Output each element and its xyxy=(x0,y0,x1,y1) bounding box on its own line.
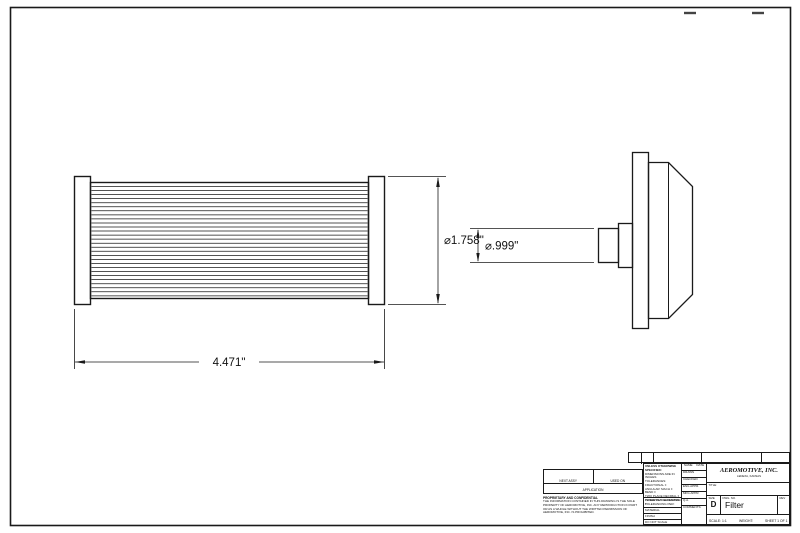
do-not-scale-cell: DO NOT SCALE DRAWING xyxy=(645,519,668,528)
name-header: NAME xyxy=(683,463,693,467)
company-name: AEROMOTIVE, INC. xyxy=(720,467,778,474)
filter-body xyxy=(89,181,370,300)
arrowhead-down xyxy=(436,294,440,304)
interpret-geometric-cell: INTERPRET GEOMETRIC TOLERANCING PER: xyxy=(644,498,682,508)
finish-cell: FINISH xyxy=(644,514,682,520)
signature-column: NAME DATE DRAWN CHECKED ENG APPR. MFG AP… xyxy=(682,463,707,526)
weight-value: WEIGHT: xyxy=(739,518,754,523)
dim-port-diameter xyxy=(470,228,594,263)
revision-strip-divider xyxy=(761,453,762,464)
application-used-on: USED ON xyxy=(610,479,626,483)
fitting-hex-body xyxy=(647,161,694,320)
sign-row-drawn: DRAWN xyxy=(682,470,706,478)
scale-value: SCALE: 1:1 xyxy=(709,518,727,523)
sheet-border xyxy=(9,6,792,527)
company-cell: AEROMOTIVE, INC. LENEXA, KANSAS xyxy=(707,464,791,483)
fitting-port-tube xyxy=(597,227,620,264)
filter-side-view xyxy=(73,175,386,306)
filter-left-endcap xyxy=(73,175,92,306)
tolerance-line: ANGULAR: MACH ± BEND ± xyxy=(645,486,673,495)
size-value: D xyxy=(710,500,717,510)
scale-row: SCALE: 1:1 WEIGHT: SHEET 1 OF 1 xyxy=(707,515,791,526)
dwg-no-label: DWG. NO. xyxy=(722,496,736,500)
tolerance-line: THREE PLACE DECIMAL ± xyxy=(645,497,680,506)
arrowhead-down xyxy=(476,253,480,262)
tolerance-block: UNLESS OTHERWISE SPECIFIED: DIMENSIONS A… xyxy=(644,464,682,505)
arrowhead-up xyxy=(436,177,440,187)
tolerance-line: FRACTIONAL ± xyxy=(645,482,667,487)
tolerance-line: TWO PLACE DECIMAL ± xyxy=(645,494,680,498)
sign-row-qa: Q.A. xyxy=(682,498,706,506)
title-cell: TITLE: xyxy=(707,483,791,496)
dwg-no-cell: DWG. NO. Filter xyxy=(721,496,778,514)
rev-label: REV xyxy=(779,496,786,500)
dim-filter-length xyxy=(74,309,385,369)
company-subtitle: LENEXA, KANSAS xyxy=(737,474,761,478)
dim-filter-diameter xyxy=(388,176,446,305)
application-label: APPLICATION xyxy=(544,483,642,495)
sheet-value: SHEET 1 OF 1 xyxy=(765,518,788,523)
material-cell: MATERIAL xyxy=(644,508,682,514)
revision-strip-divider xyxy=(653,453,654,464)
proprietary-body: THE INFORMATION CONTAINED IN THIS DRAWIN… xyxy=(543,499,638,515)
size-dwg-rev-row: SIZE D DWG. NO. Filter REV xyxy=(707,496,791,515)
proprietary-heading: PROPRIETARY AND CONFIDENTIAL xyxy=(543,496,598,500)
size-label: SIZE xyxy=(708,496,715,500)
application-table: NEXT ASSY USED ON APPLICATION xyxy=(543,469,643,494)
sign-row-engappr: ENG APPR. xyxy=(682,484,706,492)
dim-text-filter-diameter: ⌀1.758" xyxy=(444,235,484,247)
dim-text-filter-length: 4.471" xyxy=(213,357,246,369)
sign-row-mfgappr: MFG APPR. xyxy=(682,491,706,499)
date-header: DATE xyxy=(696,463,705,467)
size-cell: SIZE D xyxy=(707,496,721,514)
arrowhead-up xyxy=(476,229,480,238)
dwg-no-value: Filter xyxy=(725,500,744,511)
tolerance-header: UNLESS OTHERWISE SPECIFIED: xyxy=(645,464,677,472)
filter-right-endcap xyxy=(367,175,386,306)
tolerance-line: DIMENSIONS ARE IN INCHES xyxy=(645,471,675,480)
sign-row-checked: CHECKED xyxy=(682,477,706,485)
revision-strip xyxy=(628,452,790,464)
fitting-flange xyxy=(631,151,650,330)
fitting-collar xyxy=(617,222,634,269)
title-block: UNLESS OTHERWISE SPECIFIED: DIMENSIONS A… xyxy=(643,463,791,528)
rev-cell: REV xyxy=(778,496,791,514)
tolerance-column: UNLESS OTHERWISE SPECIFIED: DIMENSIONS A… xyxy=(644,464,682,528)
dim-text-port-diameter: ⌀.999" xyxy=(485,241,518,253)
arrowhead-right xyxy=(374,360,384,364)
arrowhead-left xyxy=(75,360,85,364)
title-label: TITLE: xyxy=(708,483,717,487)
fitting-side-view xyxy=(597,151,694,330)
application-next-assy: NEXT ASSY xyxy=(544,470,594,483)
filter-pleats xyxy=(91,186,368,297)
revision-strip-divider xyxy=(701,453,702,464)
sign-row-comments: COMMENTS: xyxy=(683,505,702,509)
proprietary-note: PROPRIETARY AND CONFIDENTIAL THE INFORMA… xyxy=(543,496,642,515)
company-column: AEROMOTIVE, INC. LENEXA, KANSAS TITLE: S… xyxy=(707,464,791,526)
tolerance-line: TOLERANCES: xyxy=(645,479,667,483)
revision-strip-divider xyxy=(641,453,642,464)
